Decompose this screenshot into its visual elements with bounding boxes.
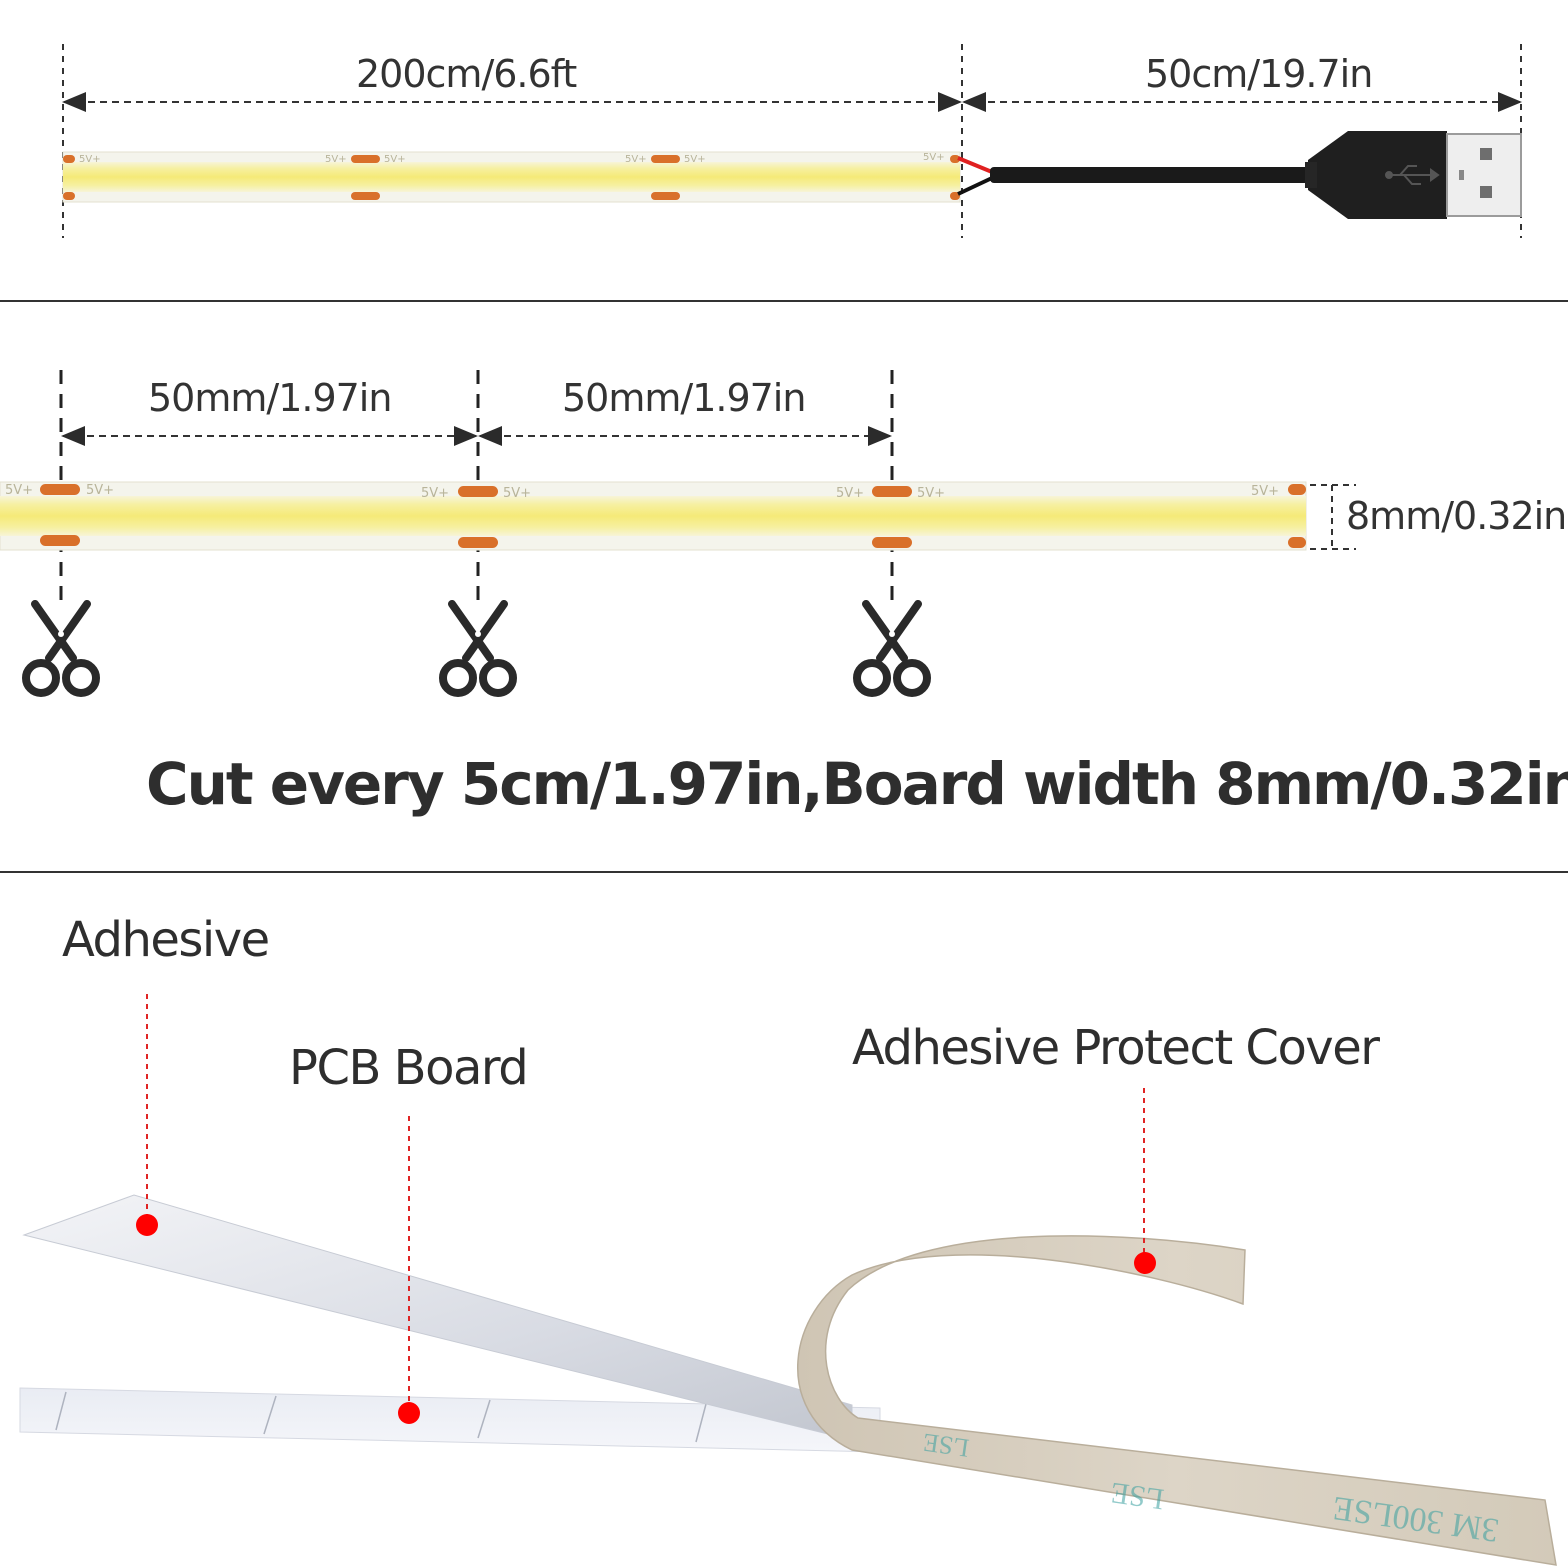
pad-label-mid-3: 5V+ [421,486,450,501]
cut-caption: Cut every 5cm/1.97in,Board width 8mm/0.3… [146,750,1568,818]
usb-logo-icon [1385,165,1440,185]
pcb-board-label: PCB Board [289,1040,529,1096]
pad-label-mid-6: 5V+ [917,486,946,501]
pcb-segment-lines [55,1391,707,1443]
usb-cable [957,131,1447,219]
adhesive-tape-strip [22,1194,853,1441]
segment-2-label: 50mm/1.97in [562,376,806,420]
cover-print-3: LSE [921,1428,971,1463]
pad-label-top-4: 5V+ [625,154,647,165]
adhesive-marker [136,1214,158,1236]
pad-label-top-2: 5V+ [325,154,347,165]
pad-label-top-3: 5V+ [384,154,406,165]
scissors-icon-1 [22,600,100,697]
adhesive-label: Adhesive [62,912,270,968]
width-dimension-bracket [1310,484,1356,550]
scissors-icon-2 [439,600,517,697]
pad-label-top-5: 5V+ [684,154,706,165]
cut-line-guides [59,370,894,608]
pad-label-mid-4: 5V+ [503,486,532,501]
pad-label-top-6: 5V+ [923,152,945,163]
segment-1-label: 50mm/1.97in [148,376,392,420]
pad-label-mid-7: 5V+ [1251,484,1280,499]
callout-lines [146,994,1145,1408]
pad-label-mid-1: 5V+ [5,483,34,498]
cut-led-strip [0,481,1307,551]
pad-label-mid-2: 5V+ [86,483,115,498]
cover-print-2: LSE [1109,1476,1166,1516]
strip-length-label: 200cm/6.6ft [356,52,577,96]
protect-cover-label: Adhesive Protect Cover [852,1020,1380,1076]
board-width-label: 8mm/0.32in [1346,494,1567,538]
usb-plug [1446,133,1522,217]
protect-cover-strip [796,1235,1557,1566]
pad-label-mid-5: 5V+ [836,486,865,501]
top-led-strip [62,151,961,203]
cover-marker [1134,1252,1156,1274]
cable-length-label: 50cm/19.7in [1145,52,1373,96]
scissors-icon-3 [853,600,931,697]
pcb-marker [398,1402,420,1424]
pad-label-top-1: 5V+ [79,154,101,165]
